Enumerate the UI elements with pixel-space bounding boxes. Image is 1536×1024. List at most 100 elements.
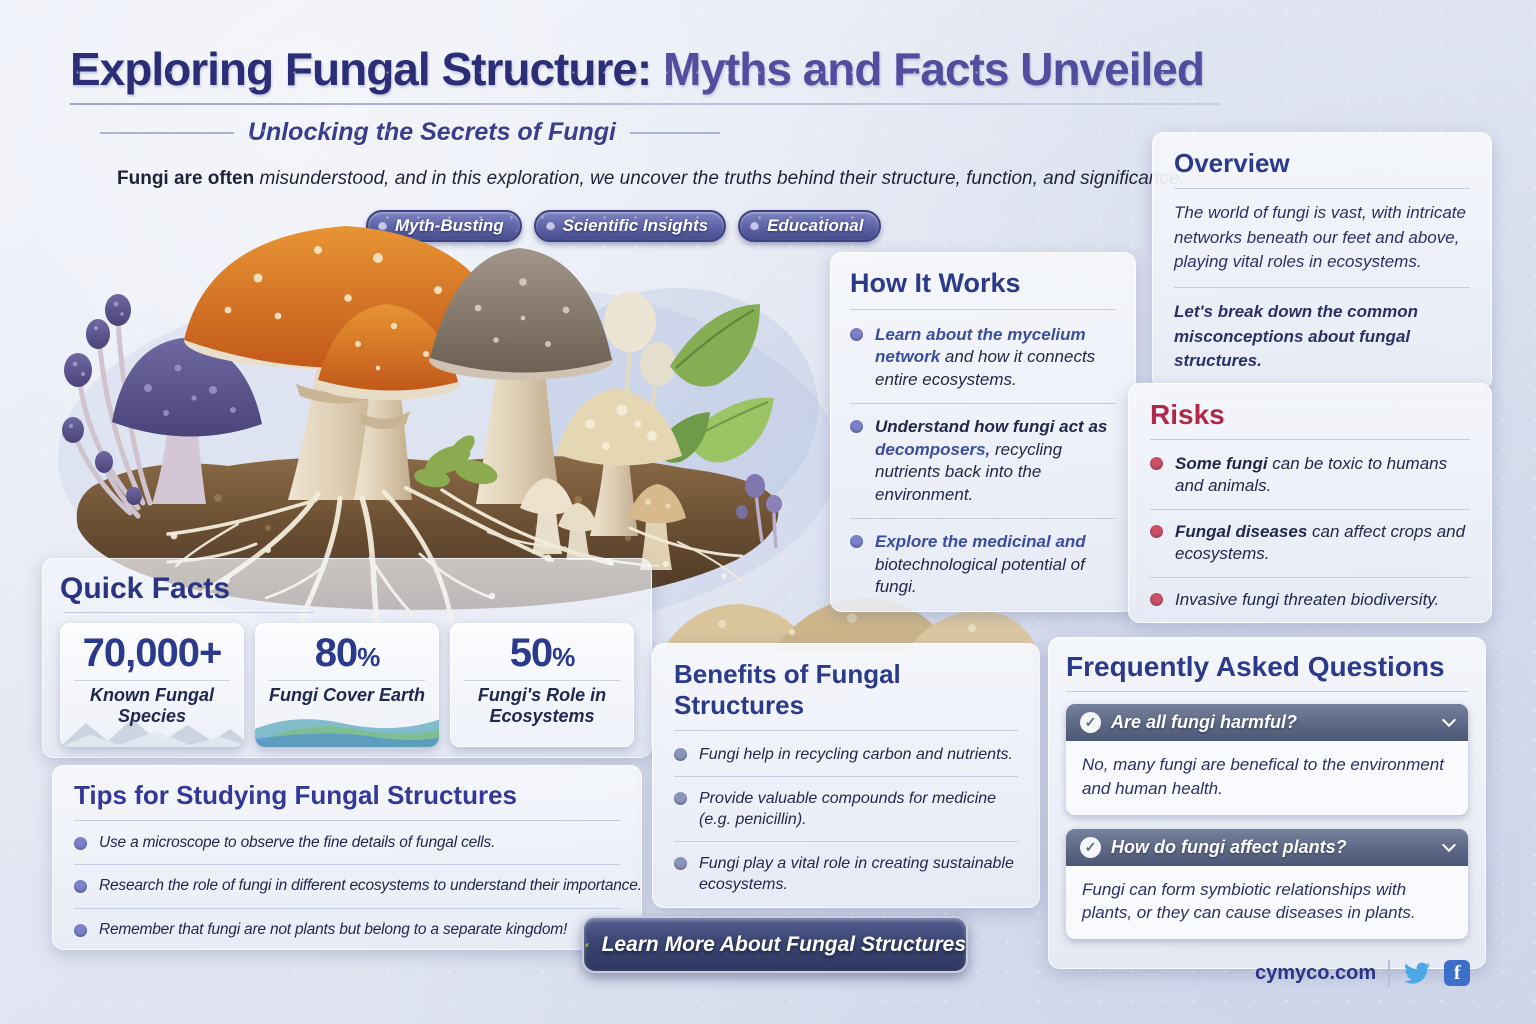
bullet-dot-icon bbox=[74, 923, 87, 937]
overview-paragraph-1: The world of fungi is vast, with intrica… bbox=[1174, 203, 1466, 272]
badge-nub-icon bbox=[545, 221, 555, 231]
stat-label: Fungi Cover Earth bbox=[268, 685, 425, 705]
learn-more-button[interactable]: Learn More About Fungal Structures bbox=[582, 916, 968, 973]
divider bbox=[674, 776, 1018, 778]
risks-title: Risks bbox=[1150, 399, 1225, 430]
divider bbox=[269, 680, 425, 681]
twitter-icon[interactable] bbox=[1402, 960, 1432, 986]
intro-lead: Fungi are often bbox=[117, 168, 255, 189]
mountains-decoration bbox=[60, 719, 244, 747]
benefit-item: Fungi play a vital role in creating sust… bbox=[674, 853, 1018, 895]
how-it-works-item: Understand how fungi act as decomposers,… bbox=[850, 416, 1116, 506]
risk-item: Invasive fungi threaten biodiversity. bbox=[1150, 589, 1470, 611]
bullet-dot-icon bbox=[74, 880, 87, 894]
learn-more-label: Learn More About Fungal Structures bbox=[601, 932, 966, 956]
bullet-dot-icon bbox=[1150, 592, 1163, 606]
bullet-dot-icon bbox=[850, 328, 863, 341]
tips-panel: Tips for Studying Fungal Structures Use … bbox=[52, 765, 642, 951]
badge-nub-icon bbox=[378, 221, 387, 231]
faq-panel: Frequently Asked Questions ✓ Are all fun… bbox=[1048, 637, 1486, 970]
how-it-works-item: Learn about the mycelium network and how… bbox=[850, 324, 1116, 391]
faq-question: Are all fungi harmful? bbox=[1111, 712, 1298, 732]
tip-item: Research the role of fungi in different … bbox=[74, 876, 642, 896]
faq-question-button[interactable]: ✓ How do fungi affect plants? bbox=[1066, 828, 1468, 866]
how-it-works-panel: How It Works Learn about the mycelium ne… bbox=[830, 252, 1136, 613]
bullet-dot-icon bbox=[674, 748, 687, 761]
benefit-item: Fungi help in recycling carbon and nutri… bbox=[674, 744, 1018, 765]
quick-facts-title: Quick Facts bbox=[60, 572, 231, 605]
stat-card-known-species: 70,000+ Known Fungal Species bbox=[60, 623, 244, 747]
stat-label: Known Fungal Species bbox=[90, 685, 214, 726]
page-title-part1: Exploring Fungal Structure: bbox=[70, 43, 652, 95]
badge-scientific-insights: Scientific Insights bbox=[533, 210, 727, 242]
bullet-dot-icon bbox=[1150, 524, 1163, 538]
divider bbox=[850, 403, 1116, 405]
stat-card-ecosystem-role: 50% Fungi's Role in Ecosystems bbox=[450, 623, 634, 747]
divider bbox=[74, 680, 230, 681]
risk-item: Fungal diseases can affect crops and eco… bbox=[1150, 521, 1470, 566]
overview-paragraph-2: Let's break down the common misconceptio… bbox=[1174, 301, 1418, 371]
faq-item-harmful: ✓ Are all fungi harmful? No, many fungi … bbox=[1066, 704, 1468, 815]
benefits-panel: Benefits of Fungal Structures Fungi help… bbox=[652, 643, 1040, 908]
badge-myth-busting: Myth-Busting bbox=[366, 210, 522, 242]
overview-panel: Overview The world of fungi is vast, wit… bbox=[1152, 132, 1492, 390]
badge-nub-icon bbox=[750, 221, 760, 231]
earth-decoration bbox=[255, 719, 439, 747]
tip-item: Remember that fungi are not plants but b… bbox=[74, 920, 620, 940]
bullet-dot-icon bbox=[674, 857, 687, 871]
faq-question-button[interactable]: ✓ Are all fungi harmful? bbox=[1066, 704, 1468, 741]
divider bbox=[1150, 439, 1470, 440]
subtitle: Unlocking the Secrets of Fungi bbox=[247, 118, 616, 146]
bullet-dot-icon bbox=[1150, 457, 1163, 470]
risk-item: Some fungi can be toxic to humans and an… bbox=[1150, 453, 1470, 498]
benefit-item: Provide valuable compounds for medicine … bbox=[674, 788, 1018, 830]
bullet-dot-icon bbox=[850, 535, 863, 549]
badge-row: Myth-Busting Scientific Insights Educati… bbox=[366, 210, 882, 242]
divider bbox=[74, 907, 620, 909]
tips-title: Tips for Studying Fungal Structures bbox=[74, 780, 517, 810]
stats-row: 70,000+ Known Fungal Species 80% Fungi C… bbox=[60, 623, 634, 747]
tip-item: Use a microscope to observe the fine det… bbox=[74, 833, 620, 853]
subtitle-line-right bbox=[630, 131, 720, 134]
benefits-title: Benefits of Fungal Structures bbox=[674, 659, 901, 720]
subtitle-line-left bbox=[100, 131, 234, 134]
faq-question: How do fungi affect plants? bbox=[1111, 836, 1347, 857]
divider bbox=[464, 680, 620, 681]
badge-label: Myth-Busting bbox=[395, 216, 504, 235]
stat-value: 80 bbox=[314, 631, 358, 675]
check-circle-icon: ✓ bbox=[1080, 712, 1101, 733]
bullet-dot-icon bbox=[850, 420, 863, 434]
stat-label: Fungi's Role in Ecosystems bbox=[477, 685, 607, 726]
footer: cymyco.com f bbox=[1255, 960, 1471, 986]
divider bbox=[674, 841, 1018, 843]
faq-title: Frequently Asked Questions bbox=[1066, 651, 1445, 682]
badge-label: Scientific Insights bbox=[562, 216, 709, 235]
divider bbox=[850, 309, 1116, 310]
page-title-part2: Myths and Facts Unveiled bbox=[651, 43, 1205, 95]
faq-answer: No, many fungi are benefical to the envi… bbox=[1082, 755, 1444, 798]
overview-title: Overview bbox=[1174, 148, 1290, 178]
tan-mushrooms-decoration bbox=[662, 598, 1038, 652]
intro-text: Fungi are often misunderstood, and in th… bbox=[117, 168, 1185, 190]
quick-facts-panel: Quick Facts 70,000+ Known Fungal Species… bbox=[42, 558, 652, 758]
subtitle-row: Unlocking the Secrets of Fungi bbox=[100, 118, 720, 147]
divider bbox=[64, 612, 314, 613]
faq-item-plants: ✓ How do fungi affect plants? Fungi can … bbox=[1066, 828, 1468, 940]
faq-answer: Fungi can form symbiotic relationships w… bbox=[1082, 879, 1416, 923]
divider bbox=[1174, 188, 1470, 189]
facebook-icon[interactable]: f bbox=[1444, 960, 1471, 986]
divider bbox=[1174, 286, 1470, 288]
divider bbox=[674, 730, 1018, 731]
site-link[interactable]: cymyco.com bbox=[1255, 961, 1377, 984]
divider bbox=[1150, 576, 1470, 578]
how-it-works-item: Explore the medicinal and biotechnologic… bbox=[850, 531, 1116, 598]
intro-rest: misunderstood, and in this exploration, … bbox=[254, 168, 1185, 189]
badge-label: Educational bbox=[767, 216, 864, 235]
page-title: Exploring Fungal Structure: Myths and Fa… bbox=[70, 42, 1205, 96]
stat-value: 50 bbox=[509, 631, 553, 675]
title-underline bbox=[70, 103, 1220, 105]
check-circle-icon: ✓ bbox=[1080, 836, 1101, 858]
bullet-dot-icon bbox=[674, 792, 687, 806]
badge-educational: Educational bbox=[738, 210, 882, 242]
risks-panel: Risks Some fungi can be toxic to humans … bbox=[1128, 383, 1492, 624]
